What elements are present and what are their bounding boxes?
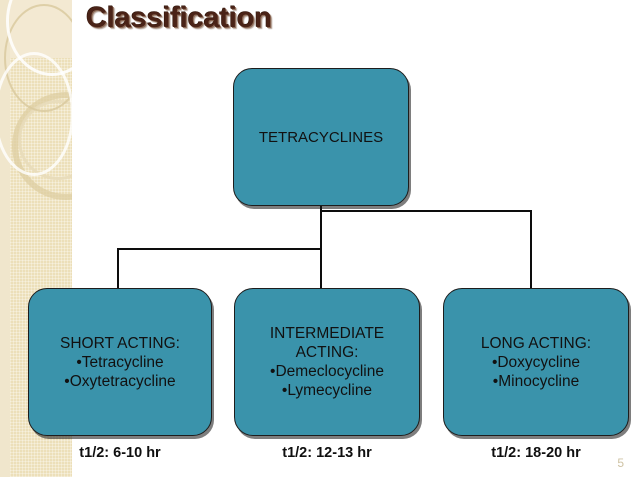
connector-root-stem	[320, 205, 322, 290]
node-tetracyclines-label: TETRACYCLINES	[258, 128, 384, 146]
half-life-intermediate-acting: t1/2: 12-13 hr	[282, 445, 372, 461]
connector-left-drop	[117, 248, 119, 290]
node-long-acting[interactable]: LONG ACTING: •Doxycycline •Minocycline	[443, 288, 629, 436]
band-outer-strip	[0, 0, 10, 477]
node-intermediate-acting[interactable]: INTERMEDIATE ACTING: •Demeclocycline •Ly…	[234, 288, 420, 436]
long-acting-heading: LONG ACTING:	[480, 334, 592, 352]
half-life-short-acting: t1/2: 6-10 hr	[79, 445, 161, 461]
short-acting-drug-1: •Tetracycline	[76, 353, 164, 371]
node-tetracyclines[interactable]: TETRACYCLINES	[233, 68, 409, 206]
intermediate-acting-drug-2: •Lymecycline	[281, 382, 373, 399]
intermediate-acting-drug-1: •Demeclocycline	[270, 363, 384, 380]
long-acting-drug-1: •Doxycycline	[491, 353, 581, 371]
connector-right-horizontal	[320, 210, 532, 212]
short-acting-heading: SHORT ACTING:	[59, 334, 180, 352]
node-long-acting-content: LONG ACTING: •Doxycycline •Minocycline	[477, 334, 595, 391]
intermediate-acting-heading-line1: INTERMEDIATE	[269, 325, 385, 342]
page-title: Classification	[86, 2, 272, 34]
half-life-long-acting: t1/2: 18-20 hr	[491, 445, 581, 461]
connector-left-horizontal	[117, 248, 322, 250]
short-acting-drug-2: •Oxytetracycline	[64, 372, 176, 390]
node-intermediate-acting-content: INTERMEDIATE ACTING: •Demeclocycline •Ly…	[266, 324, 388, 400]
intermediate-acting-heading-line2: ACTING:	[295, 344, 359, 361]
connector-right-drop	[530, 210, 532, 290]
slide-number: 5	[617, 456, 624, 470]
node-short-acting[interactable]: SHORT ACTING: •Tetracycline •Oxytetracyc…	[28, 288, 212, 436]
long-acting-drug-2: •Minocycline	[492, 372, 580, 390]
node-short-acting-content: SHORT ACTING: •Tetracycline •Oxytetracyc…	[56, 334, 184, 391]
